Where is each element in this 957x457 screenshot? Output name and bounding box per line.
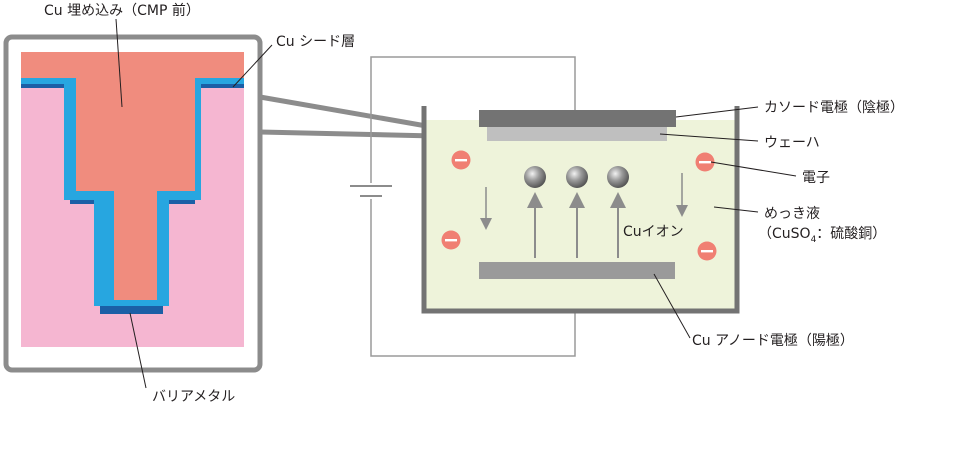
label-barrier-metal: バリアメタル [152,389,235,405]
electron [695,152,715,172]
anode-electrode [479,262,675,279]
electron [451,150,471,170]
cu-fill [21,52,244,300]
trench-cross-section [3,34,263,373]
label-plating-solution-detail: （CuSO4：硫酸銅） [758,226,886,245]
leader-lines [115,18,797,389]
label-cu-fill: Cu 埋め込み（CMP 前） [44,2,200,19]
cu-ion [566,166,588,188]
plating-cell [350,56,740,357]
cathode-electrode [479,110,676,127]
electron [441,230,461,250]
label-plating-solution: めっき液 [764,206,820,222]
label-cathode: カソード電極（陰極） [764,100,904,116]
cu-ion [524,166,546,188]
wafer [487,127,667,141]
label-anode: Cu アノード電極（陽極） [692,333,854,349]
plating-solution [424,120,737,311]
label-electron: 電子 [802,170,830,186]
detail-post: ：硫酸銅） [816,226,886,242]
label-wafer: ウェーハ [764,135,820,151]
label-cu-seed: Cu シード層 [276,34,355,50]
tank-wall [421,106,740,314]
detail-pre: （CuSO [758,226,811,242]
electron [697,241,717,261]
cu-ion [607,166,629,188]
detail-sub: 4 [811,235,817,245]
label-cu-ion: Cuイオン [623,224,684,240]
external-circuit [370,56,576,357]
